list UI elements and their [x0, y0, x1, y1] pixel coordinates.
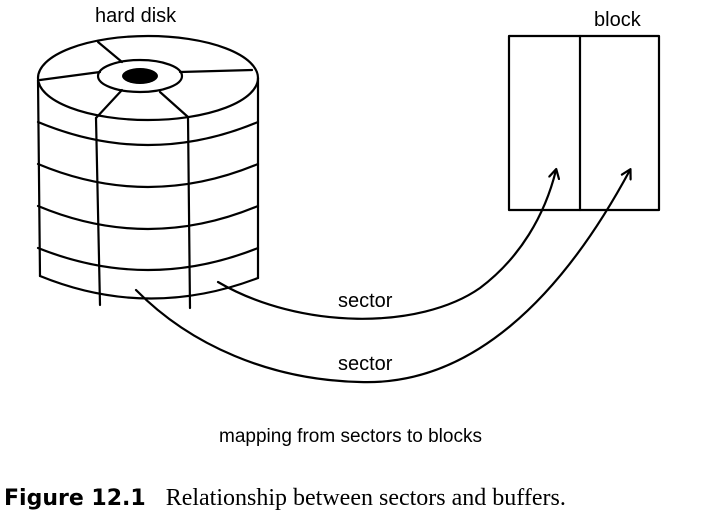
side-sector-lines [94, 115, 192, 310]
top-sector-lines [38, 40, 254, 120]
platter-divisions [36, 120, 260, 300]
disk-hub-ring [96, 58, 184, 94]
hard-disk [36, 34, 260, 310]
disk-side-left [36, 78, 42, 278]
block-label: block [594, 9, 642, 31]
block [507, 34, 661, 212]
figure-caption: Figure 12.1 Relationship between sectors … [4, 485, 566, 511]
figure-caption-text: Relationship between sectors and buffers… [166, 485, 566, 511]
disk-spindle [122, 68, 158, 84]
block-outline [507, 34, 661, 212]
figure-number: Figure 12.1 [4, 486, 146, 511]
sector-arrow-2 [134, 170, 630, 384]
hard-disk-label: hard disk [95, 5, 177, 27]
sector-label-2: sector [338, 353, 393, 375]
sector-arrow-1 [216, 170, 556, 320]
diagram-subtitle: mapping from sectors to blocks [219, 426, 482, 447]
sector-label-1: sector [338, 290, 393, 312]
